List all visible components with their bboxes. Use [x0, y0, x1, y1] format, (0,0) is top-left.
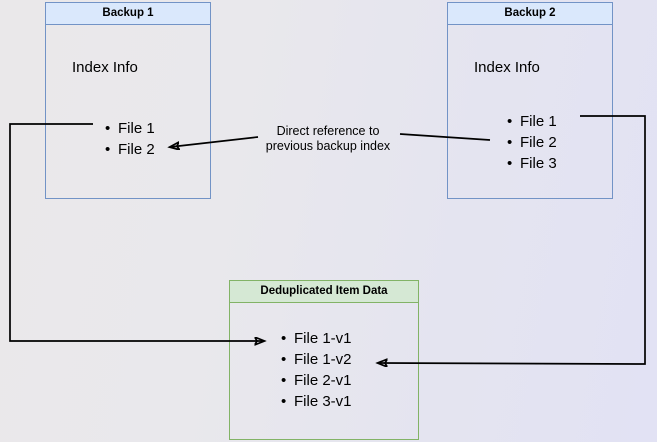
direct-reference-annotation: Direct reference to previous backup inde…: [248, 124, 408, 154]
list-item[interactable]: File 2: [507, 132, 557, 153]
list-item[interactable]: File 1-v2: [281, 349, 351, 370]
backup-1-title: Backup 1: [46, 3, 210, 25]
list-item[interactable]: File 1: [105, 118, 155, 139]
backup-1-index-label: Index Info: [72, 59, 138, 76]
backup-2-box[interactable]: Backup 2 Index Info File 1 File 2 File 3: [447, 2, 613, 199]
list-item[interactable]: File 1: [507, 111, 557, 132]
list-item[interactable]: File 2: [105, 139, 155, 160]
dedup-title: Deduplicated Item Data: [230, 281, 418, 303]
list-item[interactable]: File 1-v1: [281, 328, 351, 349]
backup-1-box[interactable]: Backup 1 Index Info File 1 File 2: [45, 2, 211, 199]
list-item[interactable]: File 3: [507, 153, 557, 174]
annotation-line-1: Direct reference to: [276, 124, 380, 138]
dedup-item-list: File 1-v1 File 1-v2 File 2-v1 File 3-v1: [278, 328, 351, 412]
list-item[interactable]: File 3-v1: [281, 391, 351, 412]
annotation-line-2: previous backup index: [265, 139, 391, 153]
backup-1-file-list: File 1 File 2: [102, 118, 155, 160]
dedup-body: File 1-v1 File 1-v2 File 2-v1 File 3-v1: [230, 303, 418, 439]
backup-2-title: Backup 2: [448, 3, 612, 25]
list-item[interactable]: File 2-v1: [281, 370, 351, 391]
deduplicated-item-data-box[interactable]: Deduplicated Item Data File 1-v1 File 1-…: [229, 280, 419, 440]
backup-2-body: Index Info File 1 File 2 File 3: [448, 25, 612, 198]
backup-2-index-label: Index Info: [474, 59, 540, 76]
backup-1-body: Index Info File 1 File 2: [46, 25, 210, 198]
backup-2-file-list: File 1 File 2 File 3: [504, 111, 557, 174]
